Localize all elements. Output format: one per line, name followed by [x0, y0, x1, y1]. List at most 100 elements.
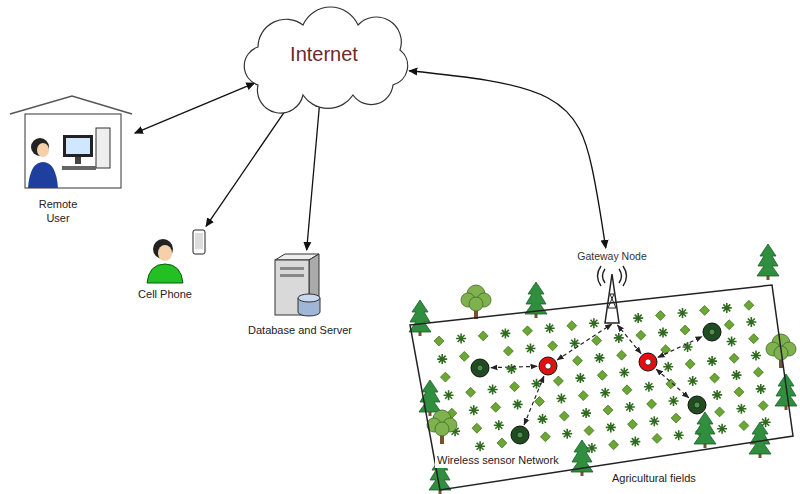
crop-leaf — [459, 351, 469, 361]
crop-sprout — [562, 429, 572, 439]
device-label: Cell Phone — [138, 288, 192, 302]
crop-plant — [727, 337, 737, 347]
crop-plant — [475, 441, 485, 451]
crop-sprout — [488, 385, 498, 395]
crop-leaf — [666, 379, 676, 389]
crop-plant — [540, 432, 550, 442]
crop-leaf — [636, 330, 646, 340]
sensor-network — [471, 323, 721, 444]
crop-sprout — [606, 422, 616, 432]
crop-leaf — [478, 331, 488, 341]
crop-sprout — [717, 424, 727, 434]
crop-sprout — [575, 373, 585, 383]
tree-crown — [525, 282, 547, 314]
crop-leaf — [744, 300, 754, 310]
crop-sprout — [746, 317, 756, 327]
crop-leaf — [758, 401, 768, 411]
crop-leaf — [749, 334, 759, 344]
network-link — [409, 71, 606, 248]
crop-plant — [538, 414, 548, 424]
crop-sprout — [513, 399, 523, 409]
conifer-tree — [694, 412, 716, 448]
crop-sprout — [614, 333, 624, 343]
network-link — [135, 83, 255, 133]
trees — [409, 244, 797, 494]
device-label: Remote User — [32, 198, 84, 226]
crop-plant — [575, 373, 585, 383]
crop-plant — [756, 384, 766, 394]
crop-sprout — [494, 420, 504, 430]
crop-leaf — [685, 359, 695, 369]
crop-plant — [715, 407, 725, 417]
crop-plant — [523, 326, 533, 336]
crop-leaf — [497, 438, 507, 448]
crop-sprout — [678, 308, 688, 318]
crop-plant — [478, 331, 488, 341]
crop-leaf — [548, 341, 558, 351]
crop-plant — [688, 376, 698, 386]
server-slot — [280, 274, 304, 277]
house-roof — [10, 96, 132, 114]
conifer-tree — [775, 374, 797, 410]
phone-screen — [195, 233, 203, 249]
crop-plant — [683, 342, 693, 352]
crop-plant — [488, 385, 498, 395]
crop-plant — [700, 305, 710, 315]
crop-leaf — [440, 372, 450, 382]
crop-plant — [510, 382, 520, 392]
wireless-link — [658, 337, 702, 358]
crop-sprout — [507, 364, 517, 374]
crop-plant — [736, 404, 746, 414]
tree-crown — [694, 412, 716, 444]
crop-sprout — [756, 384, 766, 394]
crop-plant — [669, 396, 679, 406]
cloud-label: Internet — [290, 42, 358, 67]
tree-trunk — [785, 406, 788, 410]
crop-plant — [562, 429, 572, 439]
crop-sprout — [658, 328, 668, 338]
antenna-mast — [605, 274, 619, 323]
node-core — [709, 329, 715, 335]
field-label: Agricultural fields — [610, 472, 698, 486]
database-server: Database and Server — [240, 252, 365, 342]
crop-leaf — [729, 353, 739, 363]
crop-sprout — [589, 318, 599, 328]
crop-sprout — [630, 437, 640, 447]
conifer-tree — [419, 380, 441, 416]
crop-leaf — [628, 419, 638, 429]
crop-plant — [751, 351, 761, 361]
crop-sprout — [732, 370, 742, 380]
field-border — [410, 285, 793, 490]
round-tree — [427, 410, 457, 444]
crop-plant — [584, 426, 594, 436]
node-body — [511, 426, 529, 444]
crop-sprout — [556, 394, 566, 404]
crop-plant — [663, 362, 673, 372]
crop-plant — [573, 356, 583, 366]
crop-plant — [617, 350, 627, 360]
tree-crown — [469, 297, 483, 311]
crop-sprout — [751, 351, 761, 361]
crop-sprout — [633, 313, 643, 323]
crop-leaf — [567, 321, 577, 331]
crop-sprout — [475, 441, 485, 451]
crop-sprout — [688, 376, 698, 386]
wireless-link — [491, 366, 537, 367]
crop-plant — [739, 421, 749, 431]
crop-sprout — [722, 303, 732, 313]
crop-leaf — [597, 370, 607, 380]
crop-leaf — [710, 373, 720, 383]
crop-sprout — [538, 414, 548, 424]
node-body — [703, 323, 721, 341]
user-hair — [31, 138, 49, 156]
crop-leaf — [472, 423, 482, 433]
crop-plant — [497, 438, 507, 448]
crop-plant — [609, 440, 619, 450]
sensor-node — [703, 323, 721, 341]
wireless-link — [557, 324, 611, 360]
crop-plant — [440, 372, 450, 382]
user-face — [158, 245, 172, 261]
crop-sprout — [456, 334, 466, 344]
cluster-head-node — [539, 357, 557, 375]
crop-plant — [535, 397, 545, 407]
